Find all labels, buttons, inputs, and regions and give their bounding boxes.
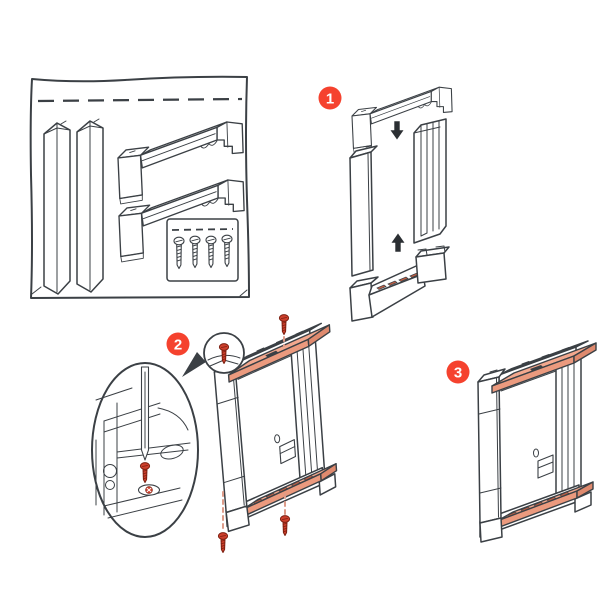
rail-profile-1 bbox=[43, 120, 71, 295]
screw-top-right bbox=[278, 314, 290, 335]
step-3: 3 bbox=[446, 340, 597, 543]
parts-bag bbox=[29, 75, 250, 299]
bag-crease-right bbox=[239, 289, 248, 297]
step-3-number: 3 bbox=[454, 364, 462, 381]
screw-bottom-left bbox=[217, 532, 229, 553]
step1-left-rail bbox=[349, 145, 378, 277]
arrow-up-icon bbox=[390, 232, 406, 253]
screw-bottom-right bbox=[279, 515, 291, 536]
screw-packet bbox=[166, 218, 239, 282]
arrow-down-icon bbox=[389, 120, 405, 141]
step-1-number: 1 bbox=[326, 90, 334, 107]
step-2-number: 2 bbox=[174, 336, 182, 353]
step-1-badge bbox=[318, 86, 342, 110]
rail-profile-2 bbox=[76, 118, 104, 293]
inset-frame-detail bbox=[95, 387, 191, 519]
bag-crease-left bbox=[31, 286, 42, 295]
step-2-badge bbox=[166, 332, 190, 356]
step1-bottom-base bbox=[349, 245, 450, 322]
bag-seal-dashed-line bbox=[37, 97, 243, 103]
step-3-badge bbox=[446, 360, 470, 384]
inset-screw-seat bbox=[137, 484, 161, 496]
corner-highlight-circle bbox=[203, 332, 245, 374]
inset-screwdriver bbox=[140, 366, 150, 461]
step1-grooved-rail bbox=[413, 118, 447, 244]
magnifier-inset bbox=[91, 362, 199, 538]
step-1: 1 bbox=[318, 86, 453, 322]
step3-frame bbox=[477, 340, 597, 543]
magnifier-pointer bbox=[182, 352, 206, 377]
step-2: 2 bbox=[91, 314, 344, 553]
